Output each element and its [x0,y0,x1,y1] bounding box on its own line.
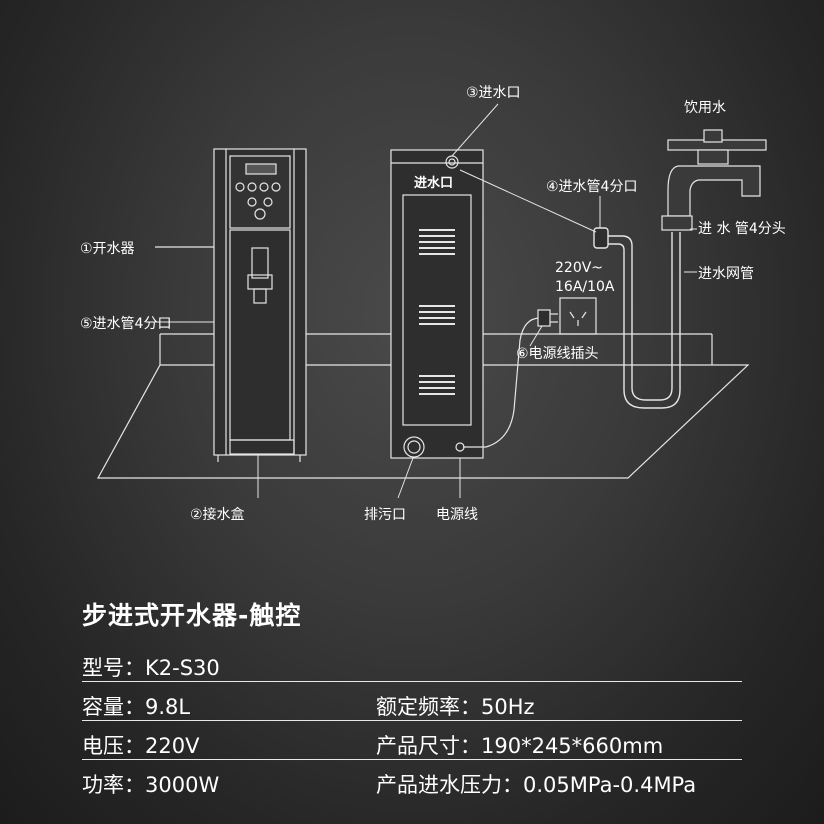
installation-diagram: ①开水器 ⑤进水管4分口 ②接水盒 ③进水口 进水口 ④进水管4分口 饮用水 进… [80,85,786,523]
power-cord [463,309,558,448]
divider [82,681,742,682]
divider [82,759,742,760]
inlet-mesh-pipe [593,227,681,409]
label-power-plug: ⑥电源线插头 [516,346,599,362]
spec-size: 产品尺寸：190*245*660mm [376,734,664,758]
label-boiler: ①开水器 [80,241,135,257]
spec-power: 功率：3000W [82,773,220,797]
faucet-icon [661,129,767,231]
label-drinking-water: 饮用水 [684,100,726,116]
label-power-cord: 电源线 [436,507,478,523]
label-inlet-mesh-pipe: 进水网管 [698,266,754,282]
label-inlet-pipe-4: ④进水管4分口 [546,179,637,195]
product-title: 步进式开水器-触控 [82,601,302,630]
label-voltage-rating: 220V~ [555,260,603,276]
power-socket-icon [559,297,597,335]
label-inlet-port: ③进水口 [466,85,521,101]
label-inlet-pipe-head: 进 水 管4分头 [698,221,786,237]
divider [82,720,742,721]
label-drain: 排污口 [364,507,406,523]
spec-voltage: 电压：220V [82,734,200,758]
label-inlet-pipe-5: ⑤进水管4分口 [80,316,171,332]
boiler-back [390,149,484,459]
spec-frequency: 额定频率：50Hz [376,695,535,719]
spec-model: 型号：K2-S30 [82,656,220,680]
leader-lines [155,103,697,499]
label-drip-tray: ②接水盒 [190,506,245,523]
label-current-rating: 16A/10A [555,279,615,295]
spec-pressure: 产品进水压力：0.05MPa-0.4MPa [376,773,697,797]
label-back-inlet: 进水口 [414,175,453,191]
boiler-front [213,148,307,462]
spec-capacity: 容量：9.8L [82,695,191,719]
